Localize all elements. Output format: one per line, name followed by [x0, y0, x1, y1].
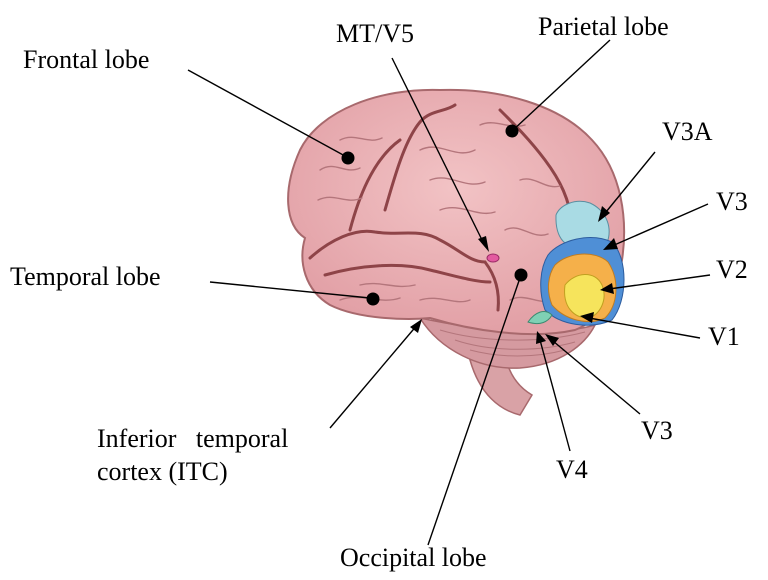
occipital-lobe-dot [515, 269, 528, 282]
label-temporal-lobe: Temporal lobe [10, 262, 161, 291]
label-v3-upper: V3 [716, 187, 748, 216]
label-v3-lower: V3 [641, 416, 673, 445]
frontal-lobe-pointer [188, 70, 345, 156]
label-frontal-lobe: Frontal lobe [23, 45, 149, 74]
v3-upper-pointer [612, 204, 708, 246]
label-occipital-lobe: Occipital lobe [340, 543, 487, 572]
label-v3a: V3A [662, 117, 713, 146]
label-mt-v5: MT/V5 [336, 19, 414, 48]
label-parietal-lobe: Parietal lobe [538, 12, 669, 41]
frontal-lobe-dot [342, 152, 355, 165]
v3-lower-pointer [553, 341, 640, 414]
v1-pointer [589, 318, 700, 338]
label-v1: V1 [708, 322, 740, 351]
area-mt-v5 [487, 254, 499, 262]
label-itc-line1: Inferior temporal [97, 424, 288, 453]
label-v2: V2 [716, 255, 748, 284]
label-v4: V4 [556, 455, 588, 484]
label-itc-line2: cortex (ITC) [97, 457, 228, 486]
itc-pointer [330, 324, 418, 428]
parietal-lobe-dot [506, 125, 519, 138]
temporal-lobe-dot [367, 293, 380, 306]
